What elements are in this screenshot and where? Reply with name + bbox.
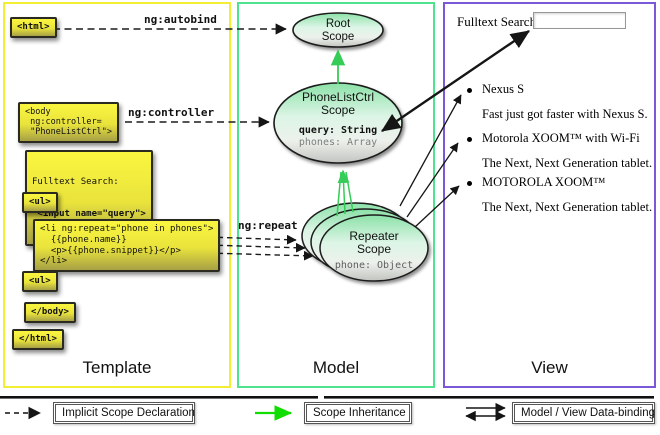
code-html-close: </html> [12,329,64,350]
bullet-icon [467,181,472,186]
view-search-label: Fulltext Search: [457,14,540,29]
repeater-scope-label: Repeater Scope [349,229,399,257]
code-html-open: <html> [10,17,57,38]
template-title: Template [82,358,152,377]
code-li-repeat: <li ng:repeat="phone in phones"> {{phone… [33,219,221,273]
legend-scope-inheritance: Scope Inheritance [304,402,412,424]
bullet-icon [467,88,472,93]
view-item-name: MOTOROLA XOOM™ [482,175,606,189]
view-title: View [531,358,568,377]
label-ng-autobind: ng:autobind [144,13,217,26]
view-item-snippet: The Next, Next Generation tablet. [482,200,653,214]
code-ul-close: <ul> [22,271,58,292]
legend-separator-left [0,396,318,399]
view-item-snippet: Fast just got faster with Nexus S. [482,107,648,121]
view-item-name: Motorola XOOM™ with Wi-Fi [482,131,640,145]
model-column [237,2,435,388]
view-item-name: Nexus S [482,82,525,96]
view-search-input[interactable] [533,12,626,29]
view-item-snippet: The Next, Next Generation tablet. [482,156,653,170]
code-body-open: <body ng:controller= "PhoneListCtrl"> [18,102,119,143]
legend-databinding: Model / View Data-binding [512,402,655,424]
phonelistctrl-query-prop: query: String [298,125,378,136]
model-title: Model [312,358,360,377]
code-body-close: </body> [24,302,76,323]
legend-implicit-scope: Implicit Scope Declaration [53,402,195,424]
view-column [443,2,656,388]
bullet-icon [467,137,472,142]
phonelistctrl-phones-prop: phones: Array [298,137,378,148]
phonelistctrl-scope-label: PhoneListCtrl Scope [301,90,375,118]
code-ul-open: <ul> [22,192,58,213]
repeater-phone-prop: phone: Object [334,260,414,271]
legend-databinding-arrows [465,402,506,422]
legend-separator-right [324,396,654,399]
root-scope-label: Root Scope [321,18,355,43]
label-ng-repeat: ng:repeat [238,219,298,232]
code-fulltext-line1: Fulltext Search: [32,176,119,187]
label-ng-controller: ng:controller [128,106,215,119]
code-fulltext-line2: <input name="query"> [32,208,146,219]
